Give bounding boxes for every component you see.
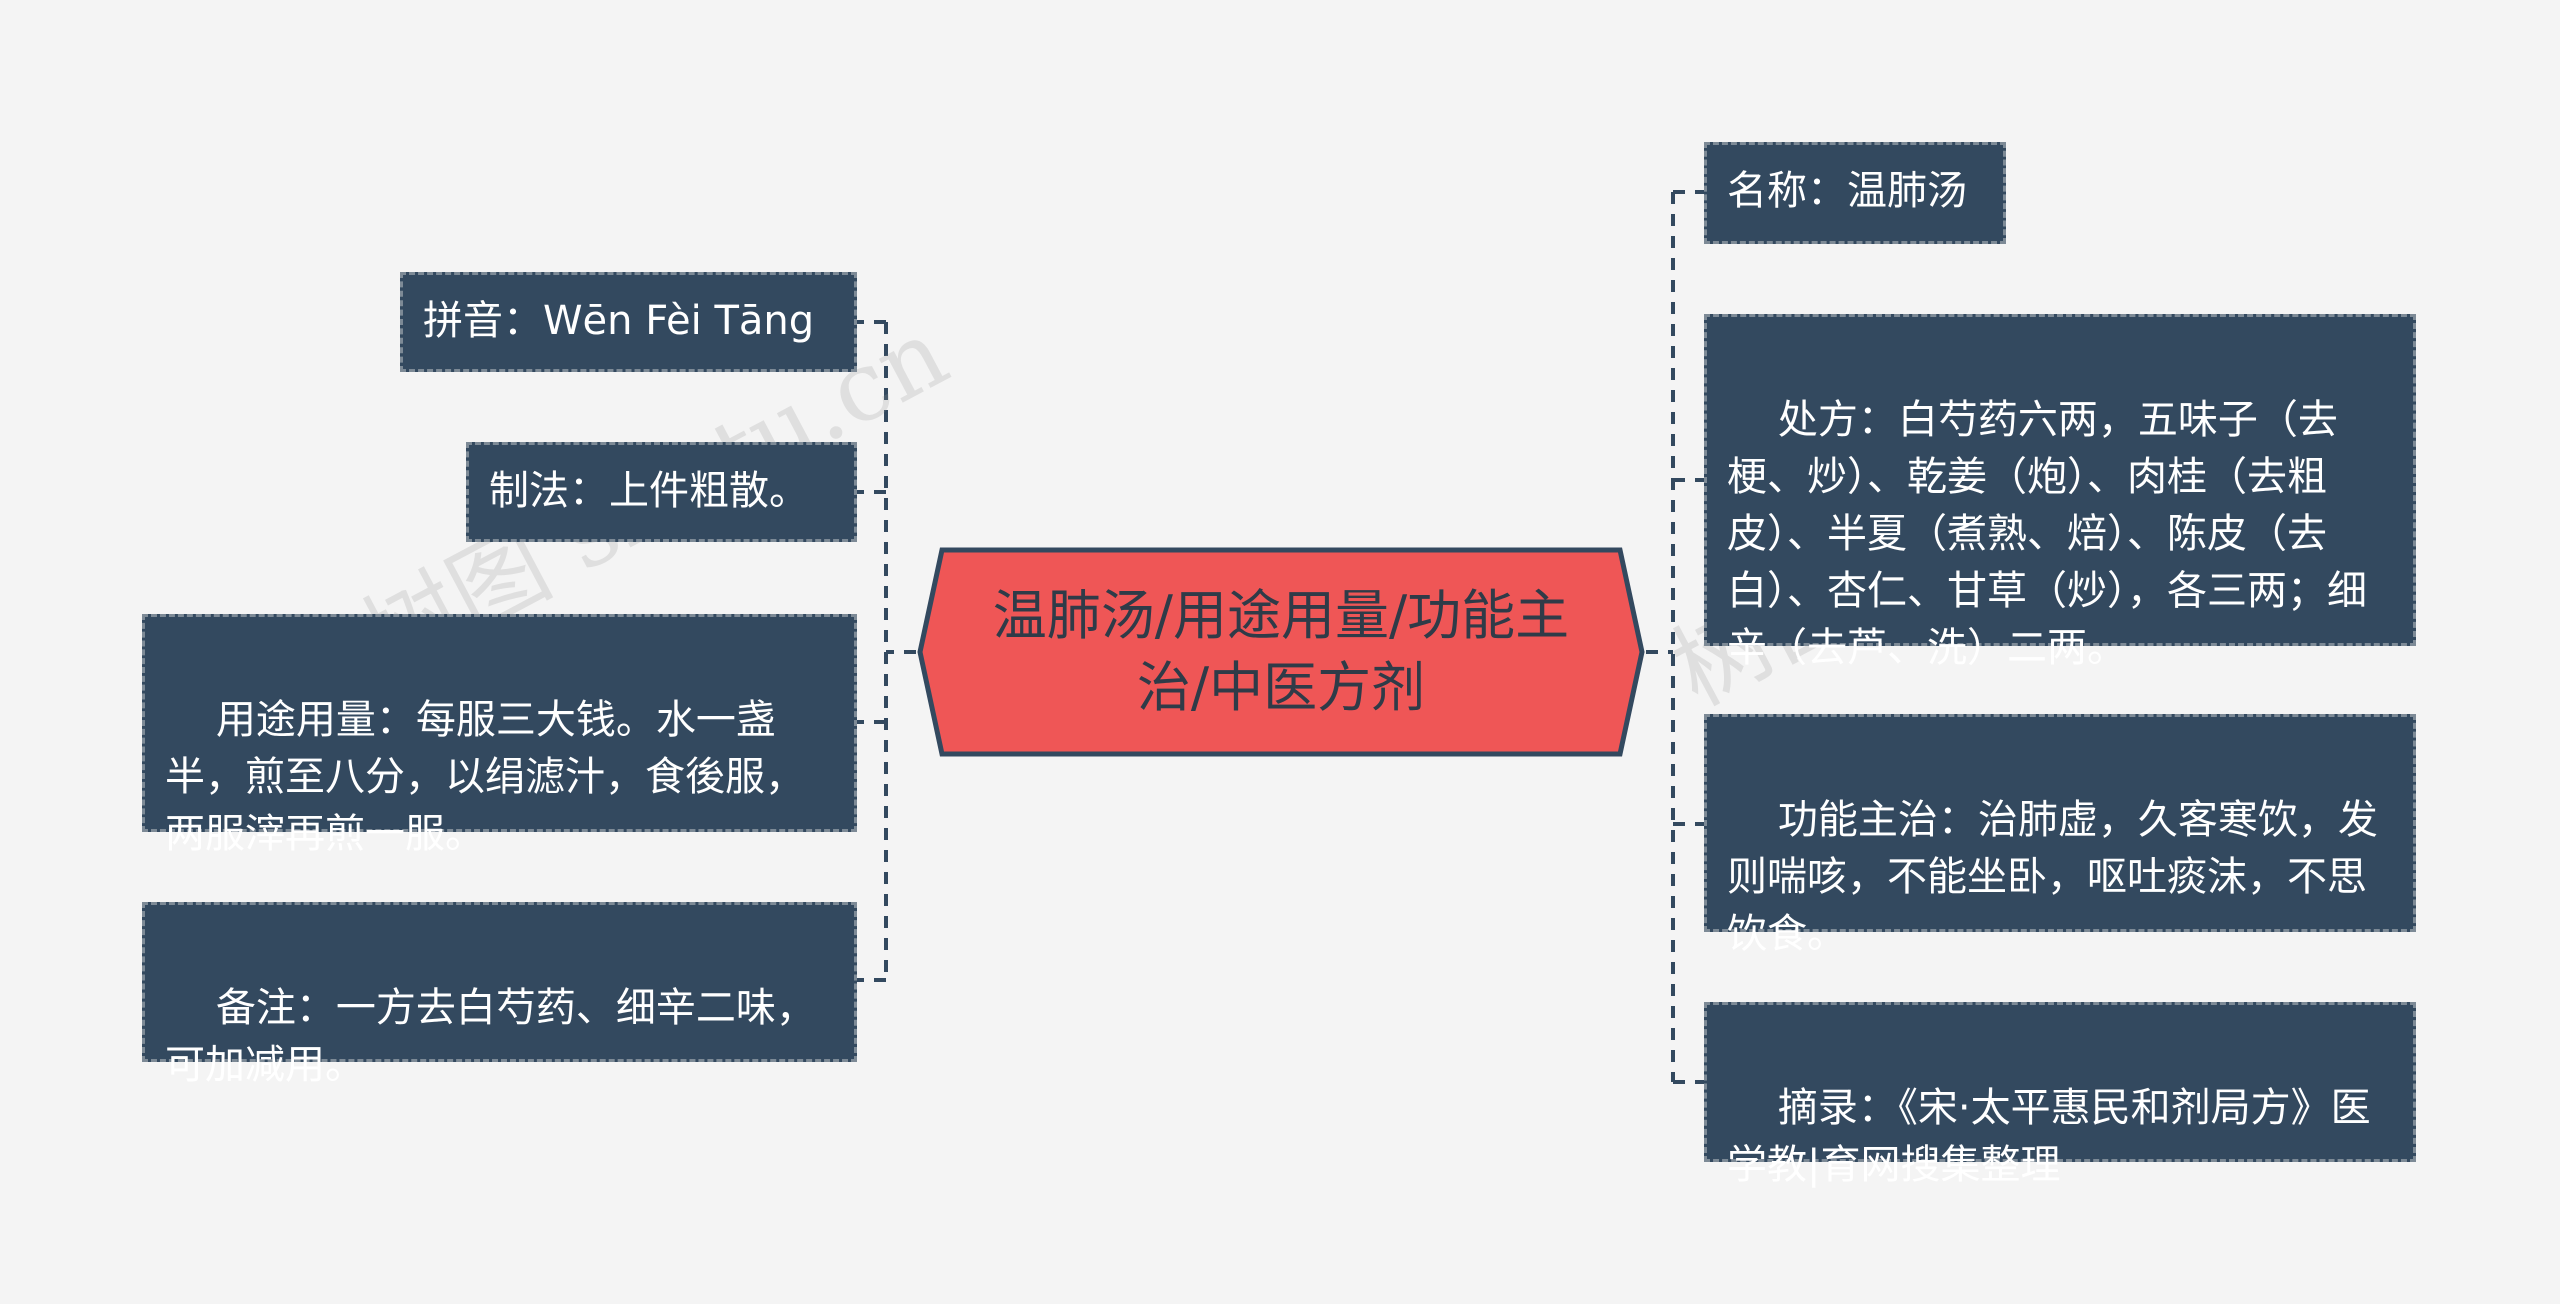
node-pinyin[interactable]: 拼音：Wēn Fèi Tāng	[400, 272, 857, 372]
node-beizhu-text: 备注：一方去白芍药、细辛二味，可加减用。	[165, 985, 816, 1088]
node-yongtu[interactable]: 用途用量：每服三大钱。水一盏半，煎至八分，以绢滤汁，食後服，两服滓再煎一服。	[142, 614, 857, 857]
node-chufang-text: 处方：白芍药六两，五味子（去梗、炒）、乾姜（炮）、肉桂（去粗皮）、半夏（煮熟、焙…	[1727, 397, 2367, 671]
center-topic-label: 温肺汤/用途用量/功能主治/中医方剂	[992, 584, 1570, 719]
center-hexagon-shape	[917, 547, 1645, 757]
center-topic[interactable]: 温肺汤/用途用量/功能主治/中医方剂	[916, 546, 1646, 758]
node-gongneng-text: 功能主治：治肺虚，久客寒饮，发则喘咳，不能坐卧，呕吐痰沫，不思饮食。	[1727, 797, 2378, 957]
node-zhifa-text: 制法：上件粗散。	[489, 468, 809, 514]
node-beizhu[interactable]: 备注：一方去白芍药、细辛二味，可加减用。	[142, 902, 857, 1088]
node-gongneng[interactable]: 功能主治：治肺虚，久客寒饮，发则喘咳，不能坐卧，呕吐痰沫，不思饮食。	[1704, 714, 2416, 957]
node-zhailu[interactable]: 摘录：《宋·太平惠民和剂局方》医学教|育网搜集整理	[1704, 1002, 2416, 1188]
node-yongtu-text: 用途用量：每服三大钱。水一盏半，煎至八分，以绢滤汁，食後服，两服滓再煎一服。	[165, 697, 805, 857]
node-zhailu-text: 摘录：《宋·太平惠民和剂局方》医学教|育网搜集整理	[1727, 1085, 2371, 1188]
node-mingcheng[interactable]: 名称：温肺汤	[1704, 142, 2006, 244]
left-trunk-connector	[884, 322, 916, 980]
node-pinyin-text: 拼音：Wēn Fèi Tāng	[423, 298, 815, 344]
right-trunk-connector	[1646, 192, 1675, 1082]
node-zhifa[interactable]: 制法：上件粗散。	[466, 442, 857, 542]
node-mingcheng-text: 名称：温肺汤	[1727, 168, 1967, 214]
node-chufang[interactable]: 处方：白芍药六两，五味子（去梗、炒）、乾姜（炮）、肉桂（去粗皮）、半夏（煮熟、焙…	[1704, 314, 2416, 671]
